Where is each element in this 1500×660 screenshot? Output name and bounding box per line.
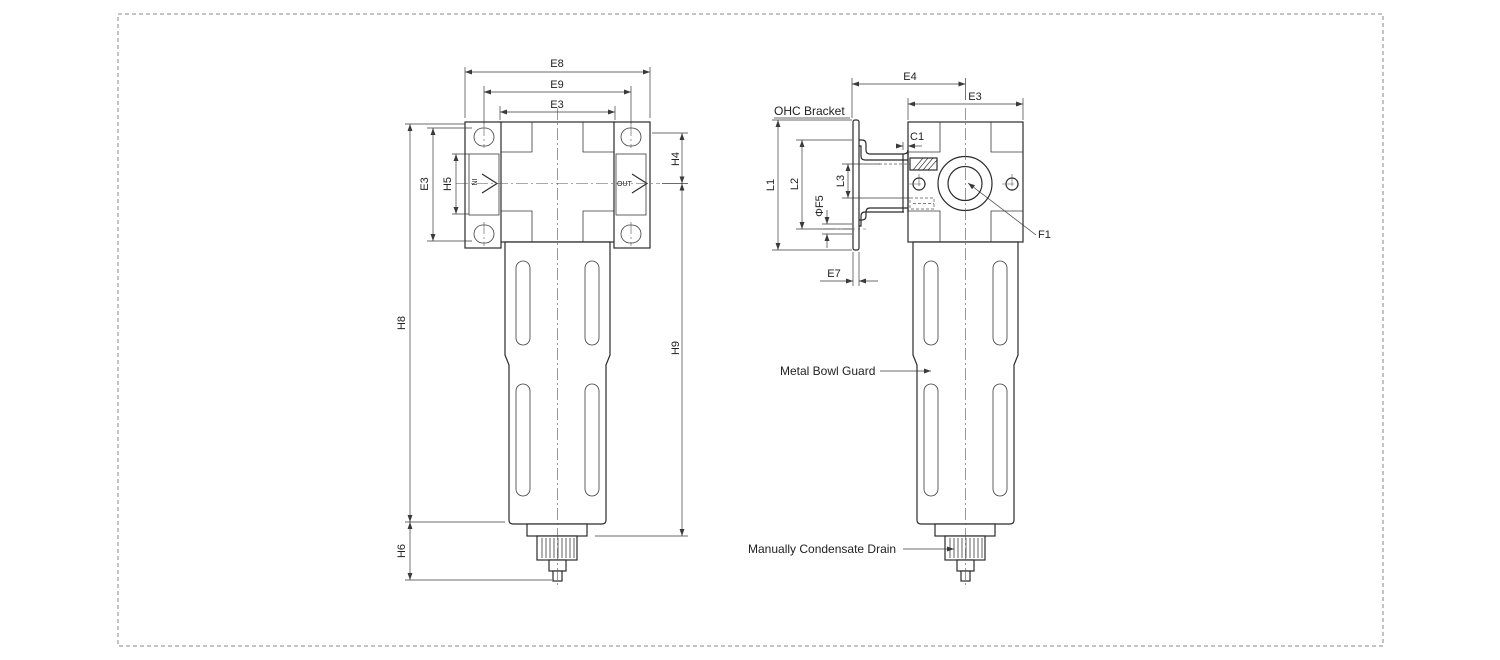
dim-h8: H8 bbox=[396, 123, 505, 523]
label-h9: H9 bbox=[670, 341, 682, 355]
label-l2: L2 bbox=[789, 178, 801, 190]
label-e4: E4 bbox=[903, 71, 916, 83]
label-e3-vertical: E3 bbox=[419, 177, 431, 190]
callout-metal-bowl-guard: Metal Bowl Guard bbox=[780, 364, 931, 378]
left-connector-block: IN bbox=[464, 121, 502, 249]
dim-side-e3: E3 bbox=[907, 91, 1024, 120]
right-connector-block: OUT bbox=[613, 121, 651, 249]
dim-e4: E4 bbox=[851, 71, 966, 118]
bowl-guard-slot bbox=[515, 260, 531, 346]
screw-thread-bottom bbox=[909, 197, 935, 210]
bowl-guard-slot bbox=[992, 260, 1008, 346]
bowl-guard-slot bbox=[584, 383, 600, 497]
callout-ohc-bracket-label: OHC Bracket bbox=[774, 104, 845, 118]
dim-c1: C1 bbox=[896, 131, 924, 150]
side-head-lines bbox=[908, 122, 1023, 242]
label-e8: E8 bbox=[550, 58, 563, 70]
label-side-e3: E3 bbox=[968, 91, 981, 103]
dim-f5: ΦF5 bbox=[814, 195, 852, 248]
label-e3: E3 bbox=[550, 99, 563, 111]
callout-ohc-bracket: OHC Bracket bbox=[774, 104, 850, 119]
port-out-label: OUT bbox=[617, 181, 633, 188]
bowl-guard-slot bbox=[923, 383, 939, 497]
label-e9: E9 bbox=[550, 79, 563, 91]
side-drain bbox=[934, 523, 996, 582]
dim-e7: E7 bbox=[820, 252, 878, 286]
label-f1: F1 bbox=[1038, 229, 1051, 241]
ohc-bracket bbox=[823, 119, 909, 251]
side-head-body bbox=[907, 121, 1024, 243]
dim-h9: H9 bbox=[595, 183, 688, 537]
bowl-guard-slot bbox=[584, 260, 600, 346]
dim-h6: H6 bbox=[396, 522, 552, 581]
bowl-guard-slot bbox=[992, 383, 1008, 497]
dim-l2: L2 bbox=[789, 139, 852, 230]
label-c1: C1 bbox=[910, 131, 924, 143]
dim-l3: L3 bbox=[835, 163, 910, 199]
front-drain bbox=[526, 523, 588, 582]
port-outer-icon bbox=[937, 155, 993, 212]
dim-e3: E3 bbox=[499, 99, 616, 120]
dim-h5: H5 bbox=[442, 153, 469, 215]
callout-manually-condensate-drain-label: Manually Condensate Drain bbox=[748, 542, 896, 556]
dim-l1: L1 bbox=[765, 119, 852, 251]
dim-e3-vertical: E3 bbox=[419, 127, 472, 242]
label-h6: H6 bbox=[396, 544, 408, 558]
drawing-frame bbox=[117, 13, 1384, 647]
label-l1: L1 bbox=[765, 179, 777, 191]
label-f5: ΦF5 bbox=[814, 195, 826, 217]
bowl-guard-slot bbox=[515, 383, 531, 497]
head-body bbox=[499, 121, 616, 243]
side-view: E4 E3 C1 L1 L2 bbox=[748, 71, 1051, 588]
label-h8: H8 bbox=[396, 316, 408, 330]
label-h5: H5 bbox=[442, 177, 454, 191]
dim-h4: H4 bbox=[652, 132, 688, 184]
callout-manually-condensate-drain: Manually Condensate Drain bbox=[748, 542, 954, 556]
label-h4: H4 bbox=[670, 152, 682, 166]
label-l3: L3 bbox=[835, 175, 847, 187]
leader-f1: F1 bbox=[967, 182, 1051, 241]
screw-thread-top bbox=[879, 157, 938, 171]
callout-metal-bowl-guard-label: Metal Bowl Guard bbox=[780, 364, 875, 378]
flow-channel-lines bbox=[500, 122, 615, 242]
front-view: IN OUT bbox=[396, 58, 688, 588]
dim-e8: E8 bbox=[464, 58, 651, 118]
dim-e9: E9 bbox=[483, 79, 632, 124]
port-inner-icon bbox=[947, 165, 983, 202]
label-e7: E7 bbox=[827, 268, 840, 280]
bowl-guard-slot bbox=[923, 260, 939, 346]
port-in-label: IN bbox=[470, 179, 477, 186]
